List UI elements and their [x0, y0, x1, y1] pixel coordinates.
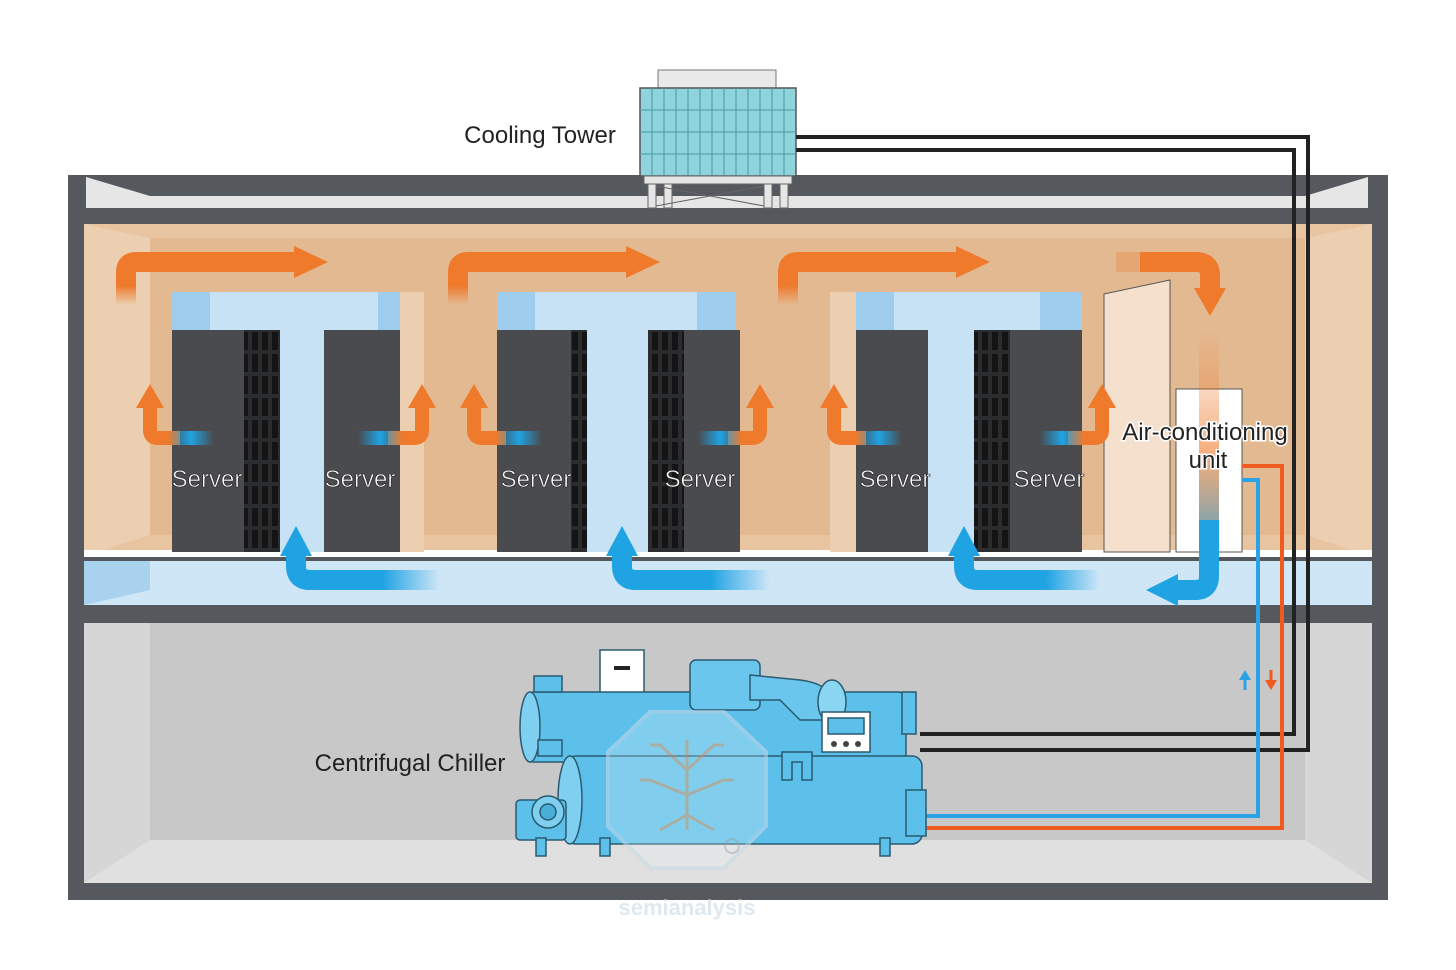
pipes: [796, 135, 1310, 830]
server-label: Server: [665, 466, 736, 493]
ac-airflow-channel: [1199, 330, 1219, 570]
cooling-tower-louvers: [640, 88, 796, 176]
server-room-right-side: [1305, 224, 1372, 556]
server-rack-2: Server: [324, 292, 424, 552]
server-rack-1: Server: [171, 330, 280, 552]
server-label: Server: [172, 466, 243, 493]
hot-air-arrow-4: [1110, 252, 1226, 316]
basement-slab: [68, 883, 1388, 900]
cooling-tower: Cooling Tower: [464, 69, 797, 209]
raised-floor-edge: [84, 557, 1372, 561]
cold-air-arrow-3: [948, 526, 1100, 590]
server-rack-5: Server: [830, 292, 931, 552]
watermark-label: semianalysis: [619, 895, 756, 920]
hot-air-arrow-3: [778, 246, 990, 305]
chiller-label: Centrifugal Chiller: [315, 750, 506, 777]
air-conditioning-unit: Air-conditioning unit: [1103, 279, 1289, 570]
ac-unit-label-line1: Air-conditioning: [1122, 419, 1287, 446]
server-room-wall-right: [1372, 224, 1388, 620]
exhaust-arrow-3: [460, 384, 542, 445]
server-label: Server: [860, 466, 931, 493]
cold-aisle-2-stem: [577, 330, 655, 552]
cooling-tower-label: Cooling Tower: [464, 122, 616, 149]
pipe-flow-up-icon: [1239, 670, 1251, 690]
cold-air-arrow-ac-return: [1146, 520, 1219, 606]
floor-plenum-left: [84, 561, 150, 605]
exhaust-arrow-1: [136, 384, 214, 445]
cold-aisle-2: [497, 292, 735, 330]
hot-air-arrow-2: [448, 246, 660, 305]
centrifugal-chiller: [515, 649, 927, 857]
exhaust-arrow-2: [358, 384, 436, 445]
raised-floor: [84, 550, 1372, 560]
pipe-flow-down-icon: [1265, 670, 1277, 690]
roof-slab: [68, 208, 1388, 224]
condenser-water-pipe-2: [796, 148, 1296, 736]
chilled-water-hot-pipe: [924, 464, 1284, 830]
exhaust-arrow-5: [820, 384, 902, 445]
cold-air-arrow-1: [280, 526, 440, 590]
condenser-water-pipe-1: [796, 135, 1310, 752]
server-exhaust-flow: [136, 384, 1116, 445]
ac-unit-label-line2: unit: [1189, 447, 1228, 474]
mid-slab: [68, 605, 1388, 623]
exhaust-arrow-6: [1040, 384, 1116, 445]
cold-aisles: [172, 292, 1082, 552]
cold-air-arrow-2: [606, 526, 770, 590]
server-label: Server: [1014, 466, 1085, 493]
circuit-octagon-logo-icon: [606, 710, 768, 870]
cold-air-flow: [280, 520, 1219, 606]
roof-deck: [86, 177, 1368, 208]
basement-wall-left: [68, 623, 84, 898]
server-room-left-side: [84, 224, 150, 556]
hot-air-arrow-1: [116, 246, 328, 305]
hot-air-flow: [116, 246, 1226, 316]
ac-wall-panel: [1103, 279, 1171, 553]
cooling-tower-fan-housing: [657, 69, 777, 89]
chilled-water-cold-pipe: [924, 478, 1260, 818]
watermark: semianalysis: [606, 710, 768, 920]
cooling-tower-legs: [643, 175, 793, 209]
basement-wall-right: [1372, 623, 1388, 898]
server-room-wall: [68, 224, 84, 620]
server-label: Server: [501, 466, 572, 493]
server-label: Server: [325, 466, 396, 493]
exhaust-arrow-4: [698, 384, 774, 445]
cold-aisle-ends: [172, 292, 1082, 330]
